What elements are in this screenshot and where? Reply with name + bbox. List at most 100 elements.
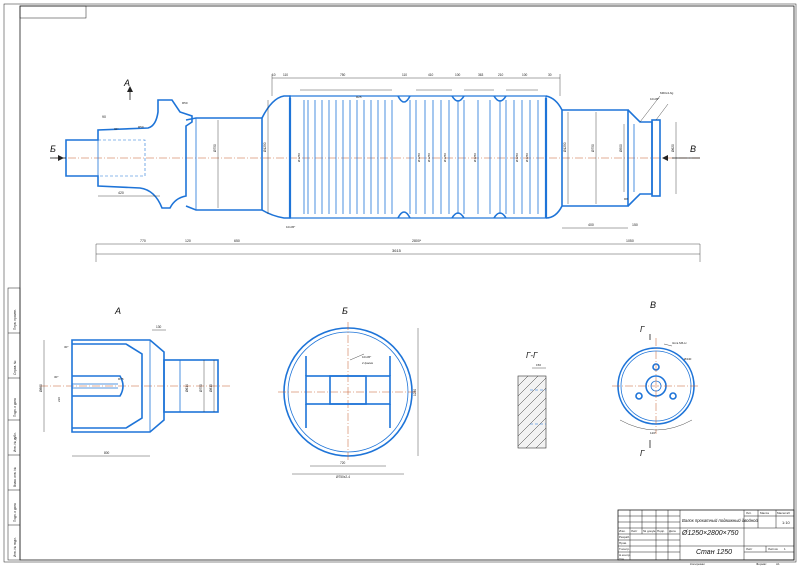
dim-a-right1: Ø614 xyxy=(185,384,189,392)
main-roll-view: 3615 770 120 650 2800* 1050 400 150 420 … xyxy=(50,73,701,262)
dim-v-right-3: Ø500 xyxy=(619,144,623,152)
dim-a-top: 130 xyxy=(156,325,162,329)
marker-a: A xyxy=(123,78,130,88)
dim-right-small: 150 xyxy=(632,223,638,227)
outer-frame xyxy=(3,3,797,563)
dim-top-4: 110 xyxy=(402,73,407,77)
dim-v-left-1: Ø750 xyxy=(213,144,217,152)
dim-top-6: 100 xyxy=(455,73,461,77)
tb-row-izm: Изм. xyxy=(619,529,626,533)
dim-top-10: 30 xyxy=(548,73,552,77)
inner-frame xyxy=(19,5,795,561)
tb-row-list: Лист xyxy=(631,529,638,533)
dim-v-barrel-3: Ø1250 xyxy=(427,153,431,162)
strip-text-7: Инв. № подл. xyxy=(13,537,17,557)
tb-role-5: Утв. xyxy=(619,557,625,561)
dim-v-barrel-5: Ø1250 xyxy=(473,153,477,162)
note-thread: M60x4-6g xyxy=(660,91,674,95)
left-shoulder xyxy=(261,95,291,219)
g-marker-bottom: Г xyxy=(640,449,645,458)
strip-text-4: Инв. № дубл. xyxy=(13,432,17,452)
note-b-2: 2 фаски xyxy=(362,361,373,365)
left-neck xyxy=(185,117,263,211)
dim-a-r: R75 xyxy=(118,377,124,381)
dim-top-1: 10 xyxy=(272,73,276,77)
note-chamfer-right: 10x45° xyxy=(650,97,660,101)
note-radius-left: R50 xyxy=(138,125,144,129)
dim-a-angle1: 30° xyxy=(64,345,69,349)
dim-overall: 3615 xyxy=(392,248,402,253)
dim-a-angle2: 30° xyxy=(54,375,59,379)
tb-sheets-value: 1 xyxy=(784,547,786,551)
dim-top-7: 363 xyxy=(478,73,484,77)
tb-sheets: Листов xyxy=(768,547,778,551)
note-depth-right: R8 xyxy=(624,197,628,201)
note-radius-neck: R50 xyxy=(182,101,188,105)
dim-v-angle: 120° xyxy=(650,431,657,435)
tb-role-4: Н.контр. xyxy=(619,553,631,557)
tb-mill: Стан 1250 xyxy=(696,549,732,556)
dim-a-right2: Ø750 xyxy=(199,384,203,392)
dim-b-height: 1230 xyxy=(413,389,417,396)
g-marker-top: Г xyxy=(640,325,645,334)
tb-size: Ø1250×2800×750 xyxy=(681,530,739,537)
dim-a-inner: 220 xyxy=(57,397,61,402)
view-v: В 3отв.М6-Н Ø440 120° Г Г xyxy=(612,300,700,458)
dim-top-2: 110 xyxy=(283,73,288,77)
view-b-title: Б xyxy=(342,306,348,316)
top-left-stamp xyxy=(19,5,87,19)
dim-top-9: 100 xyxy=(522,73,528,77)
strip-text-3: Подп. и дата xyxy=(13,398,17,417)
dim-v-left-2: Ø1250 xyxy=(263,142,267,152)
tb-scale-value: 1:10 xyxy=(782,520,791,525)
tb-role-1: Разраб. xyxy=(619,535,630,539)
tb-scale: Масштаб xyxy=(777,511,790,515)
tb-sheet: Лист xyxy=(746,547,753,551)
main-dimensions: 3615 770 120 650 2800* 1050 400 150 420 … xyxy=(95,73,701,262)
dim-left-short: 120 xyxy=(185,239,191,243)
left-strip: Перв. примен. Справ. № Подп. и дата Инв.… xyxy=(7,287,21,561)
note-b-1: 10x45° xyxy=(362,355,372,359)
tb-lit: Лит. xyxy=(746,511,752,515)
marker-b: Б xyxy=(50,144,56,154)
dim-v-right-2: Ø750 xyxy=(591,144,595,152)
dim-v-thread: 3отв.М6-Н xyxy=(672,341,686,345)
section-g-g: Г-Г 150 xyxy=(517,351,547,449)
view-v-title: В xyxy=(650,300,656,310)
left-wobbler-end xyxy=(65,99,193,209)
dim-left-neck: 770 xyxy=(140,239,146,243)
marker-v: В xyxy=(690,144,696,154)
tb-row-sign: Подп. xyxy=(657,529,665,533)
section-hatch xyxy=(517,375,547,449)
tb-mass: Масса xyxy=(760,511,769,515)
title-block: Изм. Лист № докум. Подп. Дата Разраб. Пр… xyxy=(617,509,795,566)
dim-section-top: 150 xyxy=(536,363,541,367)
note-angle: 30° xyxy=(114,127,119,131)
dim-v-d1: Ø440 xyxy=(684,357,692,361)
dim-right-step: 400 xyxy=(588,223,594,227)
view-a-neck xyxy=(163,359,219,413)
note-radius-barrel: R25 xyxy=(356,95,362,99)
tb-designation: Валок прокатный подвижный двойной xyxy=(682,518,758,523)
dim-top-3: 750 xyxy=(340,73,346,77)
dim-left-step: 650 xyxy=(234,239,240,243)
view-a: А Ø860 800 130 Ø614 Ø750 Ø810 30° 30° 22… xyxy=(39,306,230,457)
strip-text-6: Подп. и дата xyxy=(13,503,17,522)
dim-v-barrel-6: Ø1250 xyxy=(515,153,519,162)
dim-v-barrel-4: Ø1250 xyxy=(443,153,447,162)
dim-v-barrel-7: Ø1250 xyxy=(525,153,529,162)
view-a-title: А xyxy=(114,306,121,316)
right-shoulder xyxy=(545,95,563,219)
note-chamfer-left: 10x45° xyxy=(286,225,296,229)
strip-text-2: Справ. № xyxy=(13,360,17,375)
strip-text-5: Взам. инв. № xyxy=(13,467,17,487)
section-title: Г-Г xyxy=(526,351,538,360)
tb-role-3: Т.контр. xyxy=(619,547,630,551)
tb-format-value: А1 xyxy=(776,562,780,566)
tb-row-date: Дата xyxy=(669,529,676,533)
left-end-hidden xyxy=(98,139,146,177)
dim-left-seg: 420 xyxy=(118,191,124,195)
tb-row-doc: № докум. xyxy=(643,529,656,533)
dim-v-right-4: Ø620 xyxy=(671,144,675,152)
